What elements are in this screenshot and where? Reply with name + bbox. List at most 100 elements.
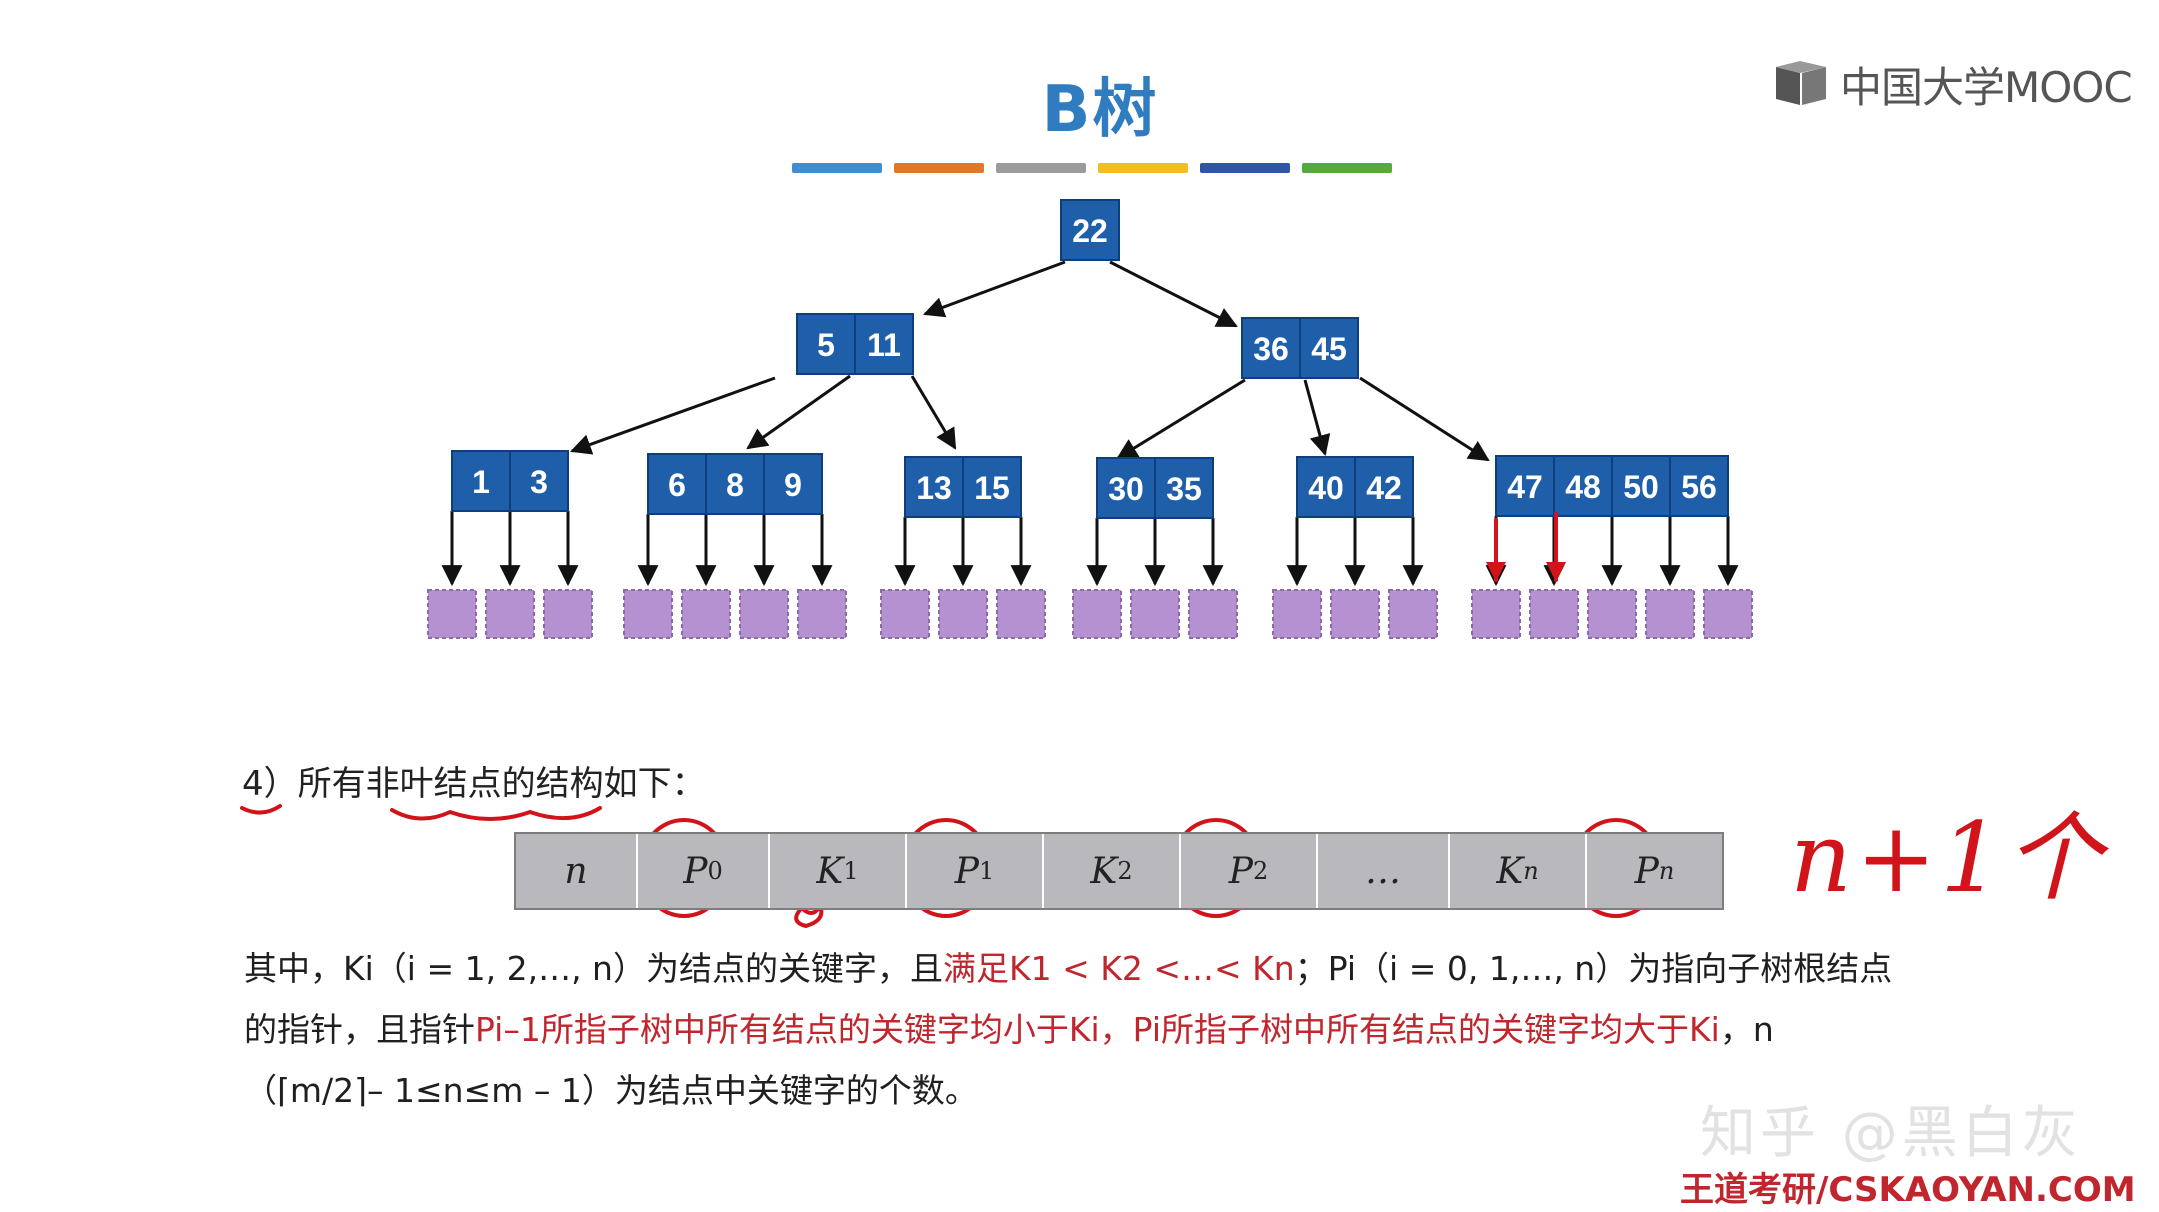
node-key-cell: [451, 450, 511, 512]
node-key-text: 22: [1072, 213, 1108, 249]
node-key-cell: [1296, 456, 1356, 518]
mooc-logo: 中国大学MOOC: [1772, 52, 2133, 116]
node-key-cell: [1669, 455, 1729, 517]
leaf-node: [938, 589, 988, 639]
node-key-cell: [509, 450, 569, 512]
leaf-node: [1529, 589, 1579, 639]
leaf-node: [1645, 589, 1695, 639]
tree-edge: [1109, 260, 1238, 328]
leaf-node: [1388, 589, 1438, 639]
description-text: 其中，Ki（i = 1, 2,…, n）为结点的关键字，且满足K1 < K2 <…: [244, 938, 2004, 1121]
description-line-2: 的指针，且指针Pi–1所指子树中所有结点的关键字均小于Ki，Pi所指子树中所有结…: [244, 999, 2004, 1060]
leaf-node: [797, 589, 847, 639]
node-key-cell: [763, 453, 823, 515]
leaf-node: [427, 589, 477, 639]
desc-l1a: 其中，Ki（i = 1, 2,…, n）为结点的关键字，且: [244, 949, 943, 988]
node-key-cell: [705, 453, 765, 515]
leaf-node: [543, 589, 593, 639]
accent-color-segment: [792, 163, 882, 173]
accent-color-segment: [1200, 163, 1290, 173]
leaf-node: [1330, 589, 1380, 639]
leaf-node: [996, 589, 1046, 639]
red-annotation-mark: [794, 901, 824, 929]
tree-edge: [1303, 379, 1331, 457]
tree-edge: [570, 376, 776, 455]
tree-node: 22: [1060, 199, 1120, 261]
tree-edge: [910, 375, 957, 450]
handwritten-note: n+1个: [1790, 802, 2106, 914]
node-key-cell: [904, 456, 964, 518]
node-key-text: 40: [1308, 470, 1344, 506]
red-annotation-mark: [240, 804, 282, 815]
point-4-label: 4）所有非叶结点的结构如下：: [242, 764, 706, 804]
node-key-text: 45: [1311, 331, 1347, 367]
node-key-cell: [796, 313, 856, 375]
leaf-node: [1188, 589, 1238, 639]
node-key-cell: [1299, 317, 1359, 379]
node-key-cell: [647, 453, 707, 515]
desc-l1c: ；Pi（i = 0, 1,…, n）为指向子树根结点: [1294, 949, 1893, 988]
slide-title: B树: [1041, 73, 1159, 147]
node-key-cell: [1354, 456, 1414, 518]
node-key-cell: [962, 456, 1022, 518]
node-key-text: 13: [916, 470, 952, 506]
logo-text: 中国大学MOOC: [1840, 62, 2133, 112]
node-key-text: 50: [1623, 469, 1659, 505]
leaf-node: [623, 589, 673, 639]
accent-color-segment: [1302, 163, 1392, 173]
node-key-cell: [1241, 317, 1301, 379]
description-line-1: 其中，Ki（i = 1, 2,…, n）为结点的关键字，且满足K1 < K2 <…: [244, 938, 2004, 999]
node-key-text: 30: [1108, 471, 1144, 507]
leaf-node: [1587, 589, 1637, 639]
zhihu-watermark: 知乎 @黑白灰: [1700, 1101, 2082, 1166]
desc-l3a: （⌈m/2⌉– 1≤n≤m – 1）为结点中关键字的个数。: [244, 1071, 978, 1110]
tree-node: 36 45: [1241, 317, 1359, 379]
structure-cell: …: [1318, 834, 1450, 908]
tree-edge: [1116, 378, 1246, 460]
desc-l1b: 满足K1 < K2 <…< Kn: [942, 949, 1295, 988]
node-key-text: 48: [1565, 469, 1601, 505]
leaf-node: [1130, 589, 1180, 639]
leaf-node: [739, 589, 789, 639]
node-key-text: 6: [668, 467, 686, 503]
desc-l2a: 的指针，且指针: [244, 1010, 475, 1049]
node-key-cell: [1553, 455, 1613, 517]
node-key-cell: [1060, 199, 1120, 261]
leaf-node: [1471, 589, 1521, 639]
accent-color-segment: [996, 163, 1086, 173]
footer-brand: 王道考研/CSKAOYAN.COM: [1680, 1170, 2136, 1210]
leaf-node: [1072, 589, 1122, 639]
node-key-text: 36: [1253, 331, 1289, 367]
node-key-text: 11: [867, 327, 901, 363]
node-key-cell: [1154, 457, 1214, 519]
structure-cell: n: [516, 834, 638, 908]
tree-node: 5 11: [796, 313, 914, 375]
accent-color-segment: [1098, 163, 1188, 173]
node-key-text: 3: [530, 464, 548, 500]
leaf-node: [880, 589, 930, 639]
node-key-text: 56: [1681, 469, 1717, 505]
mooc-book-icon: [1776, 61, 1826, 105]
leaf-node: [1703, 589, 1753, 639]
desc-l2b: Pi–1所指子树中所有结点的关键字均小于Ki，Pi所指子树中所有结点的关键字均大…: [475, 1010, 1720, 1049]
desc-l2c: ，n: [1719, 1010, 1774, 1049]
description-line-3: （⌈m/2⌉– 1≤n≤m – 1）为结点中关键字的个数。: [244, 1060, 2004, 1121]
node-key-text: 1: [472, 464, 490, 500]
leaf-node: [1272, 589, 1322, 639]
leaf-node: [681, 589, 731, 639]
tree-edge: [923, 260, 1066, 318]
node-key-text: 35: [1166, 471, 1202, 507]
node-key-text: 5: [817, 327, 835, 363]
